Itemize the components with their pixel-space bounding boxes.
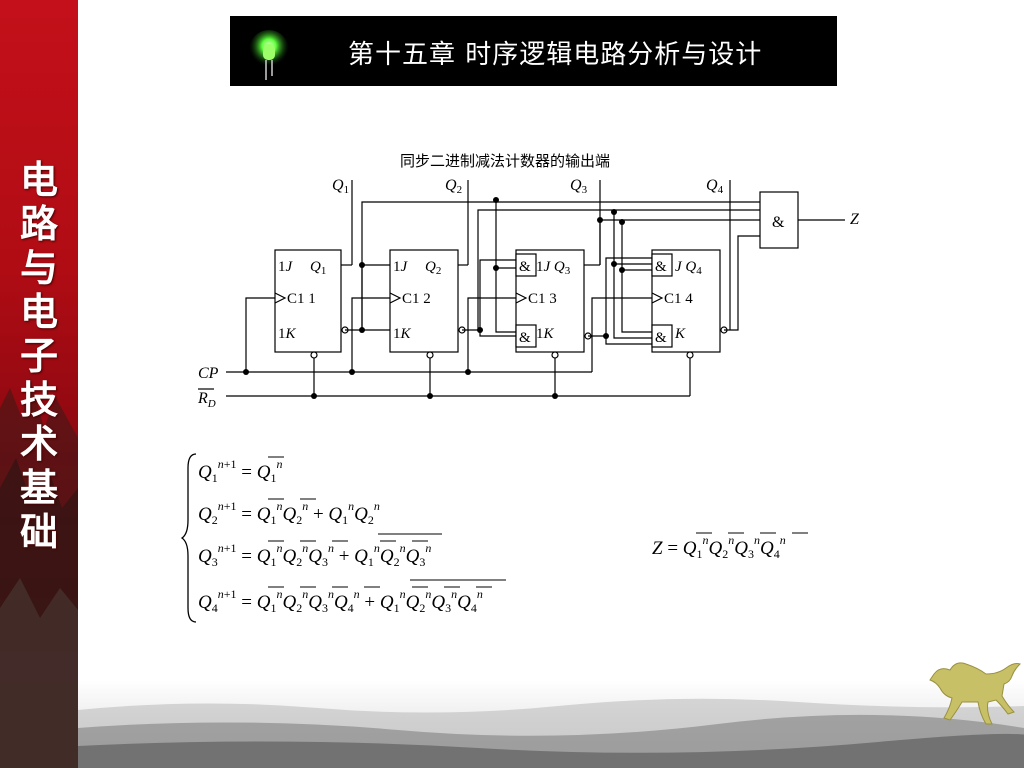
mountain-decoration: [0, 378, 78, 768]
svg-text:K: K: [674, 326, 686, 342]
sidebar-char: 电: [19, 158, 58, 202]
equation-q3: Q3n+1 = Q1nQ2nQ3n + Q1nQ2nQ3n: [198, 533, 442, 569]
flipflop-2: 1J Q2 C1 2 1K: [389, 249, 466, 359]
gate-output-z: Z: [850, 211, 860, 228]
sidebar-char: 与: [19, 246, 58, 290]
svg-text:&: &: [655, 259, 667, 275]
equation-brace: [180, 453, 197, 623]
circuit-caption: 同步二进制减法计数器的输出端: [400, 152, 610, 170]
svg-text:Q2n+1 = Q1nQ2n + Q1nQ2n: Q2n+1 = Q1nQ2n + Q1nQ2n: [198, 499, 380, 527]
svg-text:1K: 1K: [536, 326, 555, 342]
svg-text:C1 2: C1 2: [402, 291, 431, 307]
and-gate-label: &: [772, 214, 785, 231]
equation-q2: Q2n+1 = Q1nQ2n + Q1nQ2n: [198, 498, 380, 527]
counter-circuit-diagram: 同步二进制减法计数器的输出端 Q1 Q2 Q3 Q4 & Z 1J Q1 C1 …: [197, 152, 860, 410]
svg-text:1K: 1K: [393, 326, 412, 342]
svg-text:Q4n+1 = Q1nQ2nQ3nQ4n + Q1nQ2nQ: Q4n+1 = Q1nQ2nQ3nQ4n + Q1nQ2nQ3nQ4n: [198, 587, 483, 615]
svg-text:Z = Q1nQ2nQ3nQ4n: Z = Q1nQ2nQ3nQ4n: [652, 533, 786, 561]
page-title: 第十五章 时序逻辑电路分析与设计: [348, 40, 763, 70]
horse-icon: [929, 662, 1021, 725]
svg-text:&: &: [519, 259, 531, 275]
state-equations: Q1n+1 = Q1n Q2n+1 = Q1nQ2n + Q1nQ2n Q3n+…: [180, 453, 506, 623]
svg-text:C1 1: C1 1: [287, 291, 316, 307]
svg-text:C1 4: C1 4: [664, 291, 693, 307]
flipflop-1: 1J Q1 C1 1 1K: [274, 249, 349, 359]
svg-text:Q1n+1 = Q1n: Q1n+1 = Q1n: [198, 457, 282, 485]
and-gate: [759, 191, 799, 249]
junction-dots: [243, 197, 625, 399]
svg-text:1K: 1K: [278, 326, 297, 342]
output-label-q4: Q4: [706, 177, 724, 196]
sidebar: 电 路 与 电 子 技 术 基 础: [0, 0, 78, 768]
green-led-icon: [249, 30, 289, 80]
input-label-cp: CP: [198, 365, 219, 382]
equation-q4: Q4n+1 = Q1nQ2nQ3nQ4n + Q1nQ2nQ3nQ4n: [198, 579, 506, 615]
sidebar-char: 础: [19, 510, 58, 554]
svg-text:J Q4: J Q4: [675, 259, 702, 277]
svg-text:&: &: [519, 330, 531, 346]
sidebar-char: 路: [19, 202, 58, 246]
sidebar-char: 术: [19, 422, 58, 466]
svg-text:1J: 1J: [278, 259, 294, 275]
sidebar-char: 技: [19, 378, 58, 422]
z-equation: Z = Q1nQ2nQ3nQ4n: [652, 532, 808, 561]
svg-text:1J: 1J: [393, 259, 409, 275]
input-label-rd: RD: [197, 390, 216, 410]
sidebar-char: 子: [19, 334, 58, 378]
output-labels: Q1 Q2 Q3 Q4: [332, 177, 724, 196]
header-bar: 第十五章 时序逻辑电路分析与设计: [230, 16, 837, 86]
svg-text:1J Q3: 1J Q3: [536, 259, 571, 277]
output-label-q3: Q3: [570, 177, 588, 196]
ink-landscape-decoration: [78, 680, 1024, 768]
sidebar-char: 电: [19, 290, 58, 334]
flipflop-4: & J Q4 C1 4 & K: [651, 249, 728, 359]
svg-text:&: &: [655, 330, 667, 346]
svg-text:C1 3: C1 3: [528, 291, 557, 307]
sidebar-char: 基: [19, 466, 58, 510]
sidebar-title: 电 路 与 电 子 技 术 基 础: [0, 158, 78, 554]
flipflop-3: & 1J Q3 C1 3 & 1K: [515, 249, 592, 359]
equation-q1: Q1n+1 = Q1n: [198, 456, 284, 485]
svg-text:Q3n+1 = Q1nQ2nQ3n + Q1nQ2nQ3n: Q3n+1 = Q1nQ2nQ3n + Q1nQ2nQ3n: [198, 541, 431, 569]
output-label-q1: Q1: [332, 177, 349, 196]
output-label-q2: Q2: [445, 177, 462, 196]
